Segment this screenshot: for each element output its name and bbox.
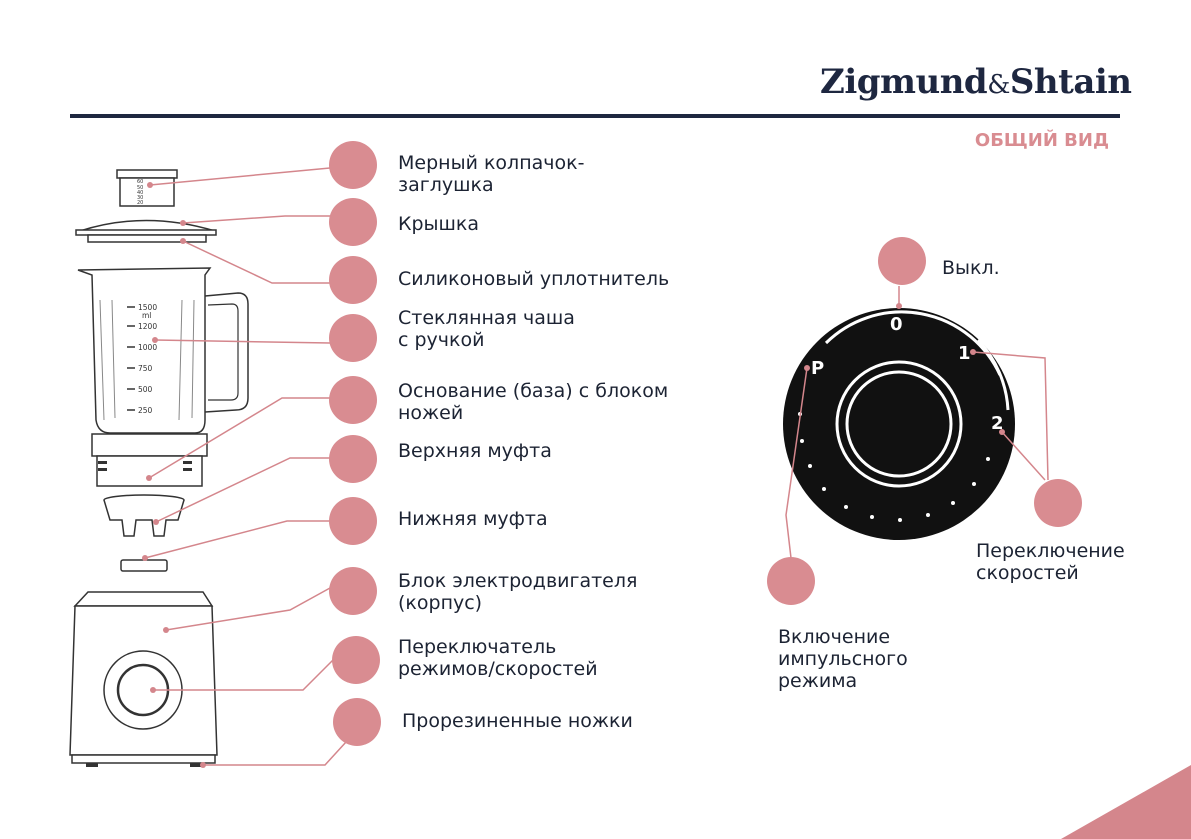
knob-dots	[798, 412, 990, 522]
brand-name-right: Shtain	[1009, 62, 1132, 102]
part-label-upper-coupling: Верхняя муфта	[398, 440, 552, 462]
brand-name-left: Zigmund	[820, 62, 988, 102]
corner-accent	[1061, 765, 1191, 839]
blade-base-illustration	[91, 433, 208, 487]
lid-illustration	[75, 219, 217, 243]
header-divider	[70, 114, 1120, 118]
part-label-mode-switch: Переключатель режимов/скоростей	[398, 636, 598, 680]
jar-mark-1500: 1500	[138, 303, 157, 312]
knob-mark-off: 0	[890, 314, 903, 335]
part-label-blade-base: Основание (база) с блоком ножей	[398, 380, 669, 424]
part-label-glass-jar: Стеклянная чаша с ручкой	[398, 307, 575, 351]
cap-mark-50: 50	[137, 185, 143, 191]
jar-mark-750: 750	[138, 364, 153, 373]
part-label-motor-unit: Блок электродвигателя (корпус)	[398, 570, 638, 614]
knob-label-speeds: Переключение скоростей	[976, 540, 1125, 584]
part-label-measuring-cap: Мерный колпачок- заглушка	[398, 152, 585, 196]
lower-coupling-illustration	[120, 559, 168, 572]
part-label-rubber-feet: Прорезиненные ножки	[402, 710, 633, 732]
callout-circles	[329, 141, 381, 746]
part-label-lower-coupling: Нижняя муфта	[398, 508, 548, 530]
knob-callout-circles	[767, 237, 1082, 605]
brand-logo: Zigmund&Shtain	[820, 62, 1132, 102]
motor-unit-illustration	[69, 591, 218, 767]
cap-mark-60: 60	[137, 179, 143, 185]
jar-mark-1000: 1000	[138, 343, 157, 352]
jar-mark-unit: ml	[142, 311, 151, 320]
measuring-cap-illustration: 60 50 40 30 20	[116, 169, 178, 207]
cap-mark-40: 40	[137, 190, 143, 196]
knob-label-pulse: Включение импульсного режима	[778, 626, 908, 692]
part-label-silicone-seal: Силиконовый уплотнитель	[398, 268, 670, 290]
cap-mark-30: 30	[137, 195, 143, 201]
speed-knob: 0 1 2 P	[783, 308, 1015, 540]
jar-mark-250: 250	[138, 406, 153, 415]
brand-ampersand: &	[987, 70, 1010, 100]
upper-coupling-illustration	[103, 494, 185, 537]
part-label-lid: Крышка	[398, 213, 480, 235]
glass-jar-illustration: 1500 ml 1200 1000 750 500 250	[77, 267, 249, 434]
knob-mark-pulse: P	[811, 358, 824, 379]
section-title: ОБЩИЙ ВИД	[974, 130, 1109, 151]
cap-mark-20: 20	[137, 200, 143, 206]
knob-label-off: Выкл.	[942, 257, 1000, 279]
leader-dots	[142, 182, 206, 768]
knob-mark-speed2: 2	[991, 413, 1004, 434]
knob-mark-speed1: 1	[958, 343, 971, 364]
jar-mark-500: 500	[138, 385, 153, 394]
jar-mark-1200: 1200	[138, 322, 157, 331]
